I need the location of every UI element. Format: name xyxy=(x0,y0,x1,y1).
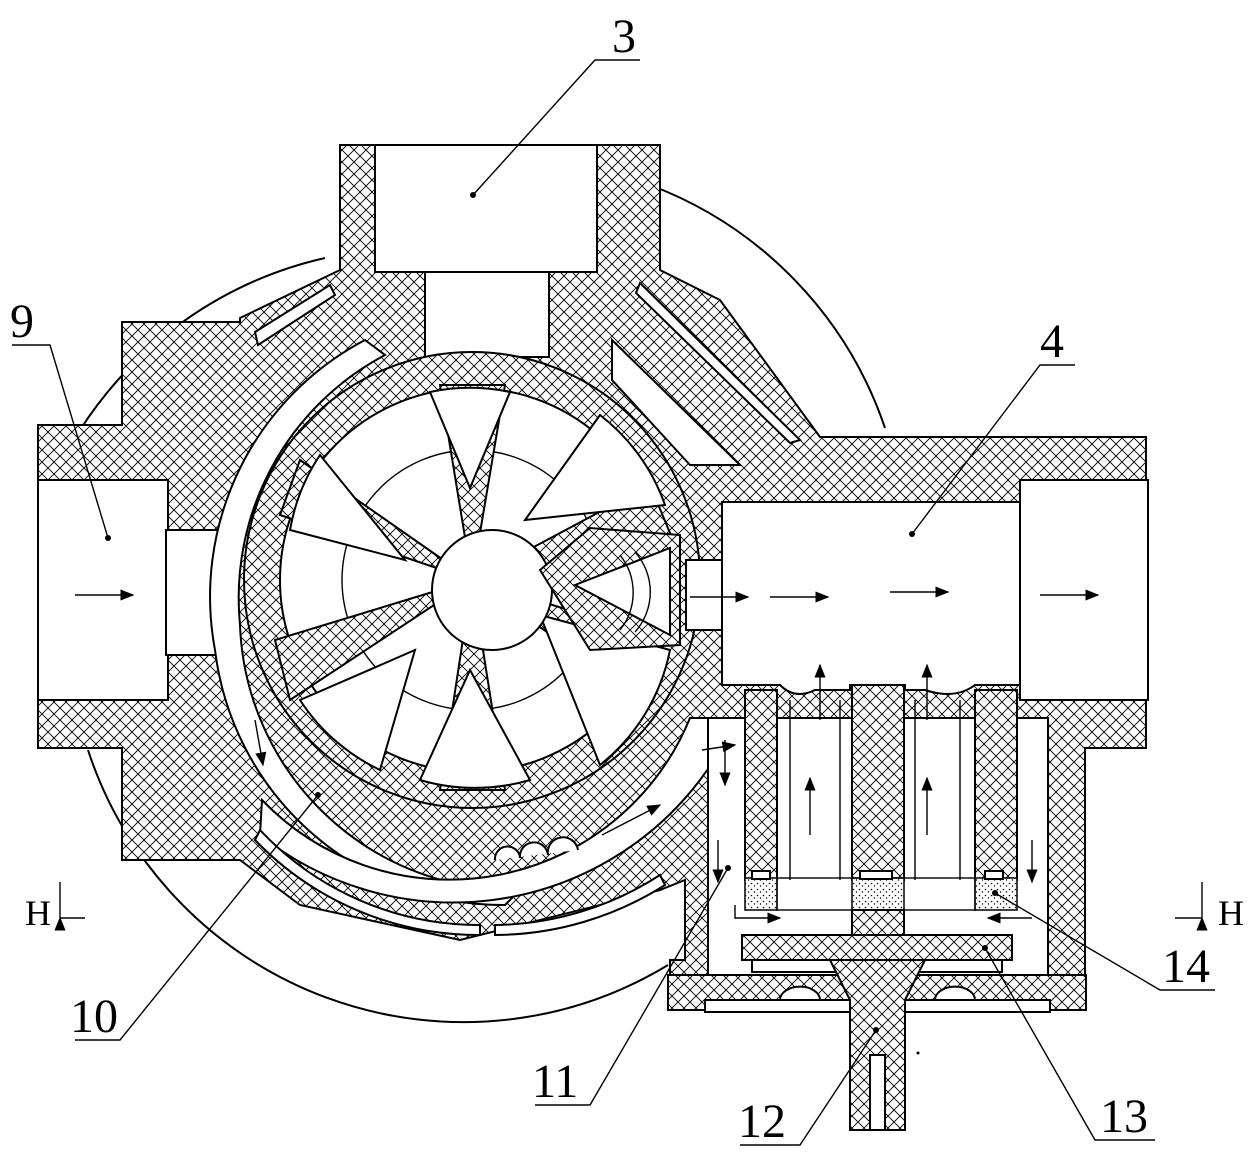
outlet-chamber-4 xyxy=(721,501,1021,695)
outlet-passage xyxy=(685,559,723,631)
label-part-12: 12 xyxy=(738,1095,786,1148)
section-mark-right: H xyxy=(1175,882,1244,933)
top-port-neck xyxy=(424,271,550,358)
upper-left-slot xyxy=(253,283,337,347)
bottom-slot xyxy=(253,828,481,937)
valve-right-wall xyxy=(974,689,1018,881)
label-part-14: 14 xyxy=(1162,940,1210,993)
section-mark-left: H xyxy=(25,882,85,933)
label-part-10: 10 xyxy=(70,990,118,1043)
bottom-right-slot xyxy=(494,873,667,937)
inlet-port-9 xyxy=(37,479,169,701)
top-port-3 xyxy=(374,144,598,273)
label-part-9: 9 xyxy=(10,295,34,348)
label-part-11: 11 xyxy=(532,1055,578,1108)
valve-center-stem xyxy=(851,684,905,881)
shaft-12 xyxy=(828,959,927,1131)
section-mark-right-label: H xyxy=(1218,893,1244,933)
leader-lines xyxy=(12,59,1215,1146)
rotor-wheel xyxy=(243,351,701,809)
outlet-port xyxy=(1019,479,1149,701)
flow-arrows xyxy=(75,586,1100,924)
label-part-4: 4 xyxy=(1040,315,1064,368)
valve-left-wall xyxy=(744,689,778,881)
section-mark-left-label: H xyxy=(25,893,51,933)
shaft-slot xyxy=(869,1054,886,1131)
bottom-bumps xyxy=(493,836,579,861)
upper-right-slot xyxy=(634,281,802,445)
upper-right-vane xyxy=(611,337,743,466)
label-part-13: 13 xyxy=(1100,1090,1148,1143)
label-part-3: 3 xyxy=(612,10,636,63)
seal-ring-14 xyxy=(744,870,1018,911)
